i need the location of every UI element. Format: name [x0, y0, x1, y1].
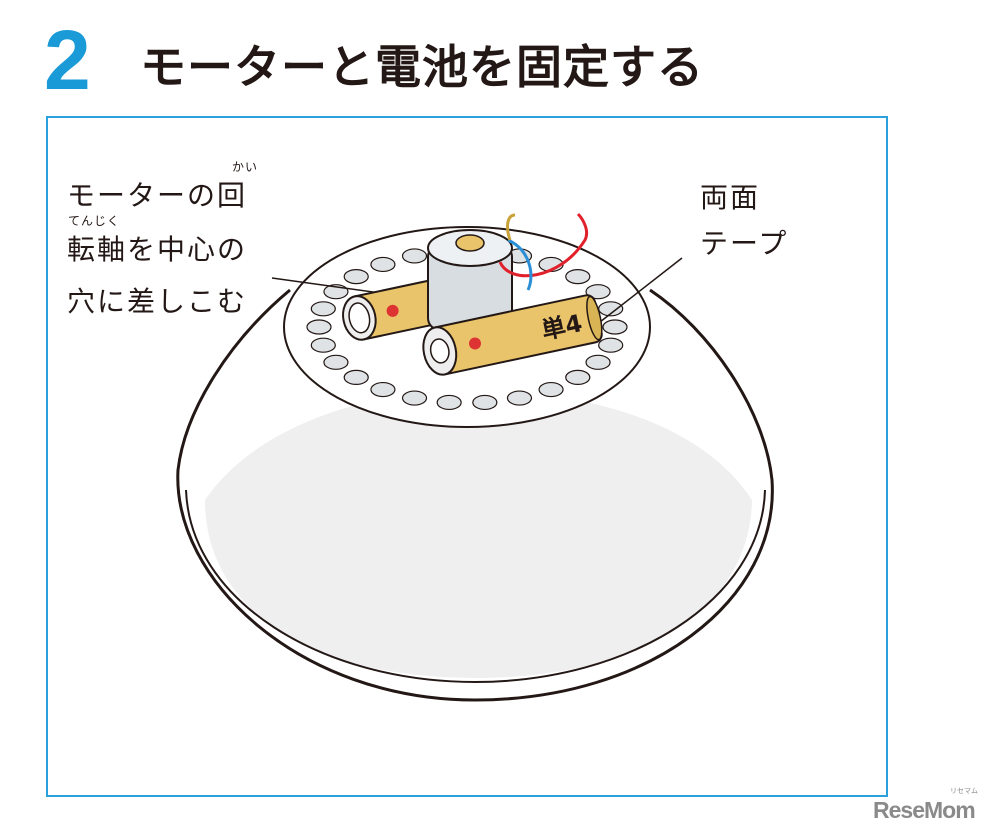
motor-label-line3: 穴に差しこむ [67, 285, 248, 318]
plate-hole [506, 390, 533, 406]
plate-hole [310, 301, 336, 317]
plate-hole [343, 269, 369, 285]
plate-hole [343, 369, 369, 385]
plate-hole [310, 337, 336, 353]
plate-hole [565, 369, 591, 385]
plate-hole [323, 354, 349, 370]
plate-hole [585, 354, 611, 370]
tape-label-line2: テープ [700, 227, 789, 260]
plate-hole [306, 319, 332, 335]
logo: ReseMom [873, 797, 976, 823]
motor-label-line1: モーターの回 [67, 179, 248, 212]
wire-yellow [506, 213, 516, 241]
dome-shade [205, 390, 752, 678]
motor-label-line2: 転軸を中心の [67, 233, 248, 266]
tape-label-line1: 両面 [700, 181, 761, 214]
step-number: 2 [44, 13, 91, 107]
plate-hole [370, 381, 396, 398]
dome-rim [185, 489, 766, 684]
leader-line-tape [599, 257, 683, 323]
plate-hole [472, 394, 498, 411]
step-title: モーターと電池を固定する [140, 40, 704, 94]
plate-hole [401, 390, 428, 406]
ruby-kai: かい [232, 160, 259, 174]
plate-hole [565, 269, 591, 285]
ruby-tenjiku: てんじく [68, 214, 121, 228]
logo-sub: リセマム [950, 787, 978, 795]
battery-front: 単4 [422, 294, 603, 376]
plate-hole [602, 319, 628, 335]
plate-hole [598, 337, 624, 353]
plate-hole [538, 381, 564, 398]
plate-hole [585, 284, 611, 300]
plate-hole [401, 248, 428, 264]
illustration-frame [46, 116, 888, 797]
wire-blue [507, 238, 533, 291]
plate-hole [370, 256, 396, 273]
motor [427, 229, 513, 331]
plate-hole [436, 394, 462, 411]
wire-red [498, 212, 589, 278]
